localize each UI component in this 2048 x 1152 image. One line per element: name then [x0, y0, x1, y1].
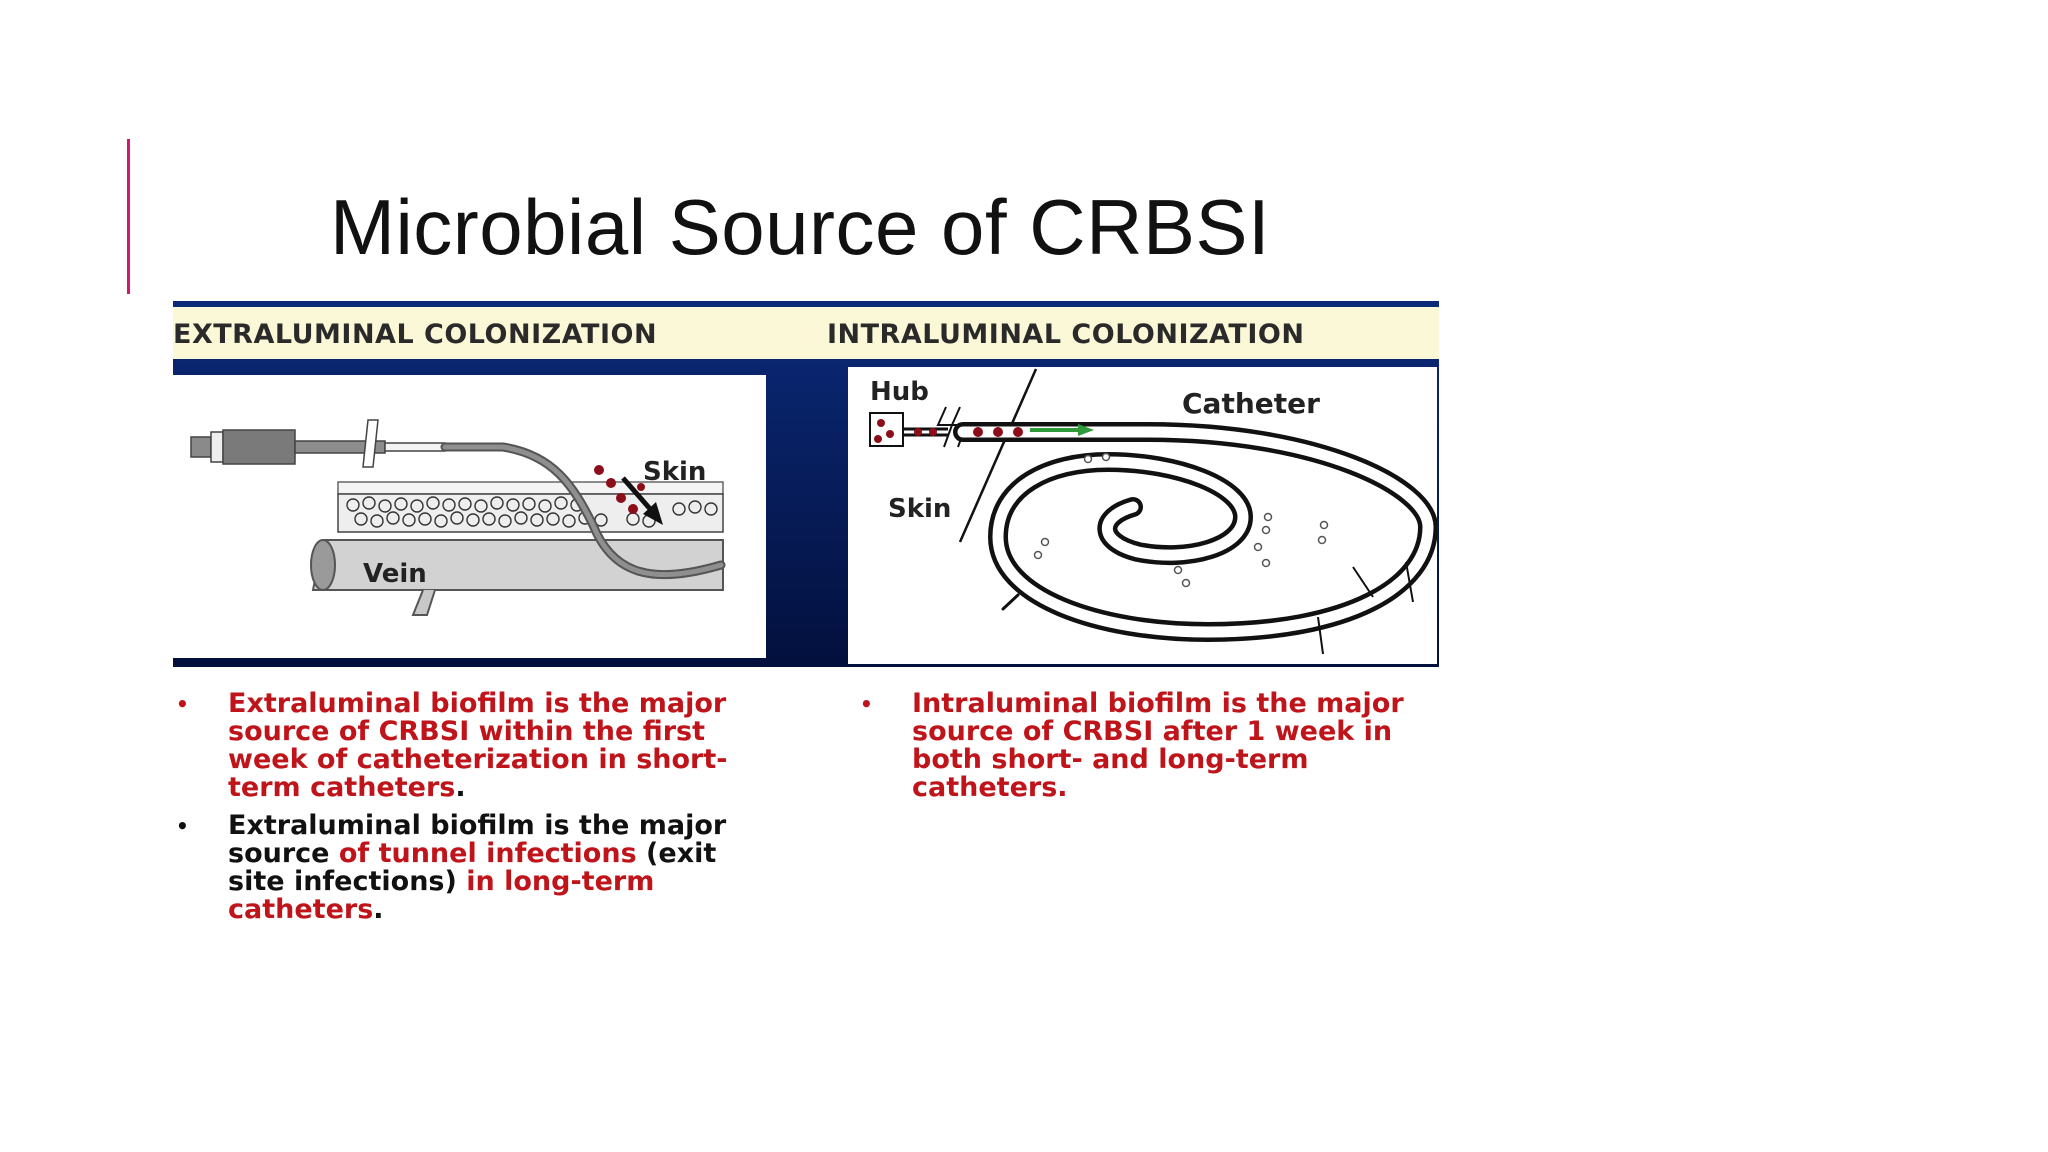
extraluminal-diagram: Skin Vein: [190, 419, 726, 616]
vein-illustration: [310, 539, 724, 616]
skin-line: [958, 368, 1038, 543]
hub-label: Hub: [870, 377, 929, 407]
vein-label: Vein: [363, 559, 427, 589]
skin-layer-illustration: [337, 481, 724, 533]
bullet-item: • Extraluminal biofilm is the major sourc…: [176, 690, 776, 802]
skin-label-right: Skin: [888, 494, 951, 524]
bullet-text: .: [373, 894, 384, 925]
intraluminal-header: INTRALUMINAL COLONIZATION: [827, 319, 1305, 350]
extraluminal-panel: Skin Vein: [173, 375, 766, 658]
catheter-device: [190, 419, 726, 580]
bullet-text: of tunnel infections: [338, 838, 637, 869]
bullet-list-left: • Extraluminal biofilm is the major sourc…: [176, 690, 776, 934]
intraluminal-panel: Hub Catheter Skin: [848, 367, 1437, 664]
microbe-circles: [1033, 452, 1329, 588]
intraluminal-diagram: Hub Catheter Skin: [869, 368, 1437, 655]
bacteria-dots-intraluminal: [874, 419, 1023, 443]
suture-marks: [1317, 561, 1414, 655]
migration-arrow: [621, 476, 663, 525]
bullet-text: Extraluminal biofilm is the major source: [228, 810, 727, 869]
slide-title: Microbial Source of CRBSI: [330, 183, 1271, 271]
figure-header-band: [173, 307, 1439, 359]
bullet-text: .: [455, 772, 466, 803]
bullet-text: Intraluminal biofilm is the major source…: [912, 688, 1404, 803]
hub-illustration: [869, 406, 968, 448]
extraluminal-header: EXTRALUMINAL COLONIZATION: [173, 319, 658, 350]
colonization-figure: EXTRALUMINAL COLONIZATION INTRALUMINAL C…: [173, 301, 1439, 667]
skin-label-left: Skin: [643, 457, 706, 487]
accent-bar: [127, 139, 130, 294]
bullet-text: in long-term catheters: [228, 866, 655, 925]
bullet-item: • Intraluminal biofilm is the major sourc…: [860, 690, 1460, 802]
bullet-list-right: • Intraluminal biofilm is the major sourc…: [860, 690, 1460, 812]
bullet-text: (exit site infections): [228, 838, 717, 897]
catheter-label: Catheter: [1182, 387, 1320, 420]
bacteria-dots: [594, 465, 645, 514]
bullet-text: Extraluminal biofilm is the major source…: [228, 688, 728, 803]
bullet-item: • Extraluminal biofilm is the major sourc…: [176, 812, 776, 924]
flow-arrow: [1030, 424, 1094, 436]
bullet-dot: •: [860, 692, 873, 716]
bullet-dot: •: [176, 692, 189, 716]
bullet-dot: •: [176, 814, 189, 838]
coiled-catheter: [953, 422, 1437, 643]
